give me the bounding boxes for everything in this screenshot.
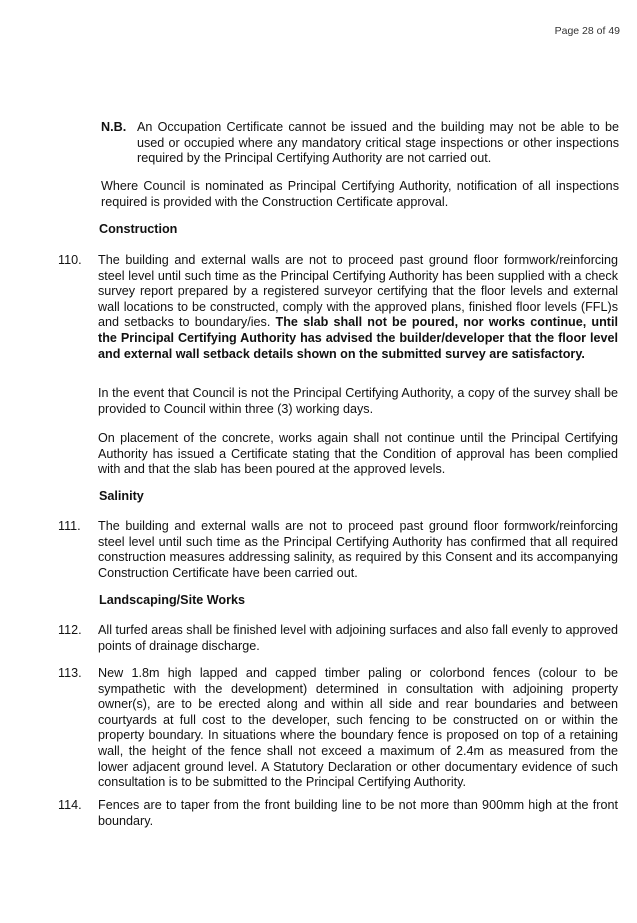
- nb-note: N.B. An Occupation Certificate cannot be …: [101, 120, 619, 167]
- item-number-112: 112.: [58, 623, 82, 637]
- item-110-para3: On placement of the concrete, works agai…: [98, 431, 618, 477]
- page-number: Page 28 of 49: [554, 25, 620, 37]
- item-112-text: All turfed areas shall be finished level…: [98, 623, 618, 653]
- section-heading-construction: Construction: [99, 222, 178, 236]
- item-number-110: 110.: [58, 253, 82, 267]
- item-number-113: 113.: [58, 666, 82, 680]
- item-113-text: New 1.8m high lapped and capped timber p…: [98, 666, 618, 790]
- council-note: Where Council is nominated as Principal …: [101, 179, 619, 209]
- item-111-text: The building and external walls are not …: [98, 519, 618, 580]
- item-110-text: The building and external walls are not …: [98, 253, 618, 362]
- item-number-111: 111.: [58, 519, 81, 533]
- nb-label: N.B.: [101, 120, 127, 134]
- nb-text: An Occupation Certificate cannot be issu…: [137, 120, 619, 166]
- item-number-114: 114.: [58, 798, 82, 812]
- item-114-text: Fences are to taper from the front build…: [98, 798, 618, 828]
- section-heading-salinity: Salinity: [99, 489, 144, 503]
- item-110-bold: The slab shall not be poured, nor works …: [98, 315, 619, 361]
- item-110-para2: In the event that Council is not the Pri…: [98, 386, 618, 416]
- section-heading-landscaping: Landscaping/Site Works: [99, 593, 246, 607]
- item-110-body: The building and external walls are not …: [98, 253, 618, 330]
